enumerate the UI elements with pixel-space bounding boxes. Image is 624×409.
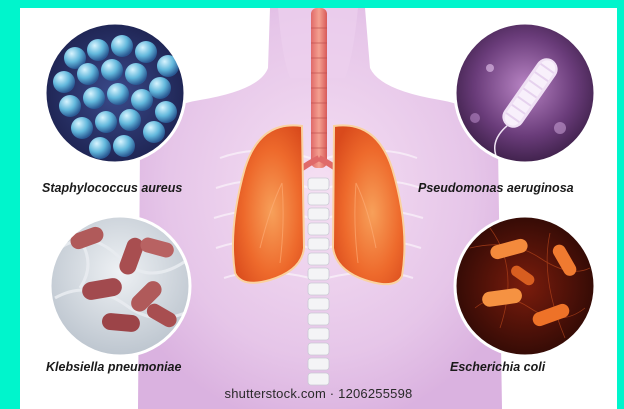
- ecoli-image: [455, 216, 595, 356]
- label-staphylococcus: Staphylococcus aureus: [42, 181, 182, 195]
- watermark: shutterstock.com · 1206255598: [20, 386, 617, 401]
- respiratory-illustration: [20, 8, 617, 409]
- label-klebsiella: Klebsiella pneumoniae: [46, 360, 181, 374]
- illustration-frame: Staphylococcus aureus Pseudomonas aerugi…: [20, 8, 617, 409]
- label-ecoli: Escherichia coli: [450, 360, 545, 374]
- label-pseudomonas: Pseudomonas aeruginosa: [418, 181, 574, 195]
- staphylococcus-image: [45, 23, 185, 163]
